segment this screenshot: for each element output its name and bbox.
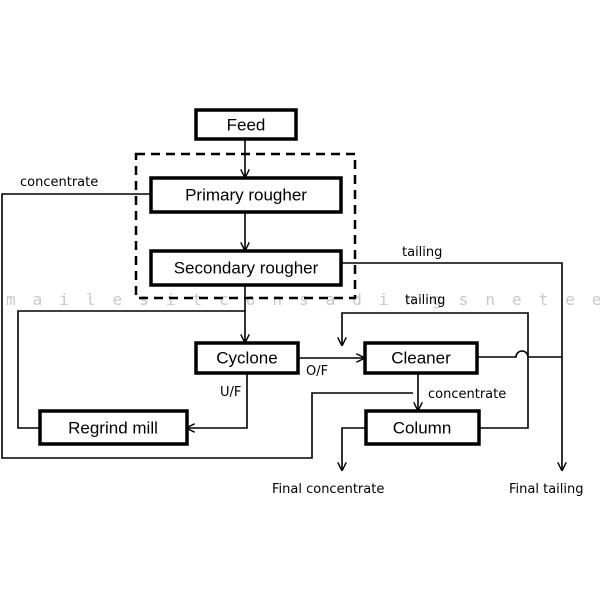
column-label: Column — [393, 419, 452, 438]
final-concentrate-label: Final concentrate — [272, 482, 384, 497]
tailing-top-label: tailing — [402, 245, 442, 260]
box-primary-rougher: Primary rougher — [149, 176, 343, 214]
box-feed: Feed — [194, 108, 298, 141]
watermark-text: mailesitconsadingsneteem — [6, 290, 600, 309]
tailing-mid-label: tailing — [405, 293, 445, 308]
concentrate-right-label: concentrate — [428, 387, 506, 402]
final-tailing-label: Final tailing — [509, 482, 583, 497]
column-tailing-return-line — [342, 312, 529, 429]
feed-label: Feed — [227, 116, 266, 135]
primary-rougher-label: Primary rougher — [185, 186, 307, 205]
secondary-tailing-line — [341, 262, 562, 470]
secondary-rougher-label: Secondary rougher — [174, 259, 319, 278]
box-cyclone: Cyclone — [194, 341, 300, 375]
column-to-final-concentrate-arrow — [342, 427, 366, 470]
primary-concentrate-line — [1, 193, 413, 459]
concentrate-left-label: concentrate — [20, 175, 98, 190]
box-secondary-rougher: Secondary rougher — [149, 249, 343, 287]
cleaner-label: Cleaner — [391, 349, 451, 368]
flow-lines — [1, 139, 562, 470]
box-regrind-mill: Regrind mill — [38, 409, 189, 446]
underflow-label: U/F — [220, 385, 241, 400]
cleaner-tailing-line — [477, 350, 562, 358]
cyclone-label: Cyclone — [216, 349, 277, 368]
underflow-arrow — [187, 373, 248, 428]
regrind-mill-label: Regrind mill — [68, 419, 158, 438]
regrind-return-line — [17, 310, 245, 429]
box-cleaner: Cleaner — [363, 341, 479, 375]
overflow-label: O/F — [306, 364, 328, 379]
box-column: Column — [364, 409, 481, 446]
